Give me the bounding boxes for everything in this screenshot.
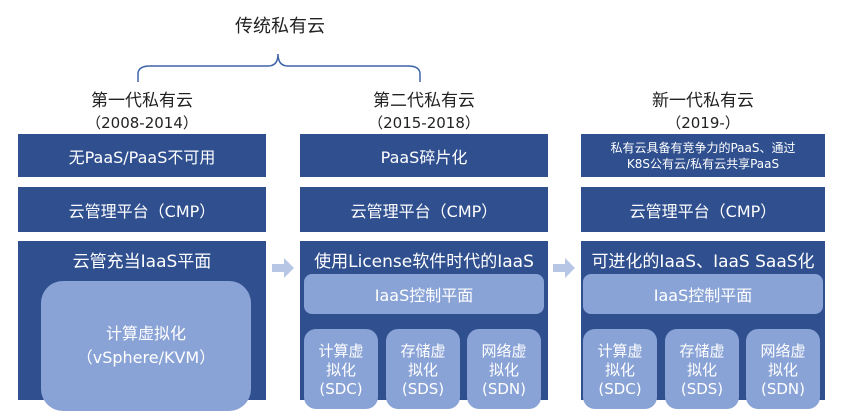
sdc-line-3: (SDC) [598,379,642,398]
group-brace [137,53,421,82]
column-2-panel-title: 使用License软件时代的IaaS [314,252,534,272]
column-3-sdn-box: 网络虚 拟化 (SDN) [746,329,820,409]
column-3-title: 新一代私有云 [652,91,754,111]
column-1-panel-title: 云管充当IaaS平面 [72,252,212,272]
column-1-title: 第一代私有云 [91,91,193,111]
sds-line-2: 拟化 [407,360,438,379]
sds-line-1: 存储虚 [679,341,725,360]
sdc-line-2: 拟化 [325,360,356,379]
compute-virtualization-box: 计算虚拟化 （vSphere/KVM） [41,281,251,411]
column-3-paas-line-2: K8S公有云/私有云共享PaaS [626,156,780,171]
sdn-line-3: (SDN) [761,379,805,398]
column-3-paas-bar: 私有云具备有竞争力的PaaS、通过 K8S公有云/私有云共享PaaS [581,134,825,177]
column-2-years: （2015-2018） [368,114,480,132]
column-1-years: （2008-2014） [86,114,198,132]
column-3-years: （2019-） [666,114,740,132]
sdc-line-1: 计算虚 [318,341,364,360]
sdn-line-2: 拟化 [488,360,519,379]
column-3-panel-title: 可进化的IaaS、IaaS SaaS化 [591,252,815,272]
compute-virtualization-label: 计算虚拟化 [105,324,186,343]
sdn-line-1: 网络虚 [760,341,806,360]
column-2-title: 第二代私有云 [373,91,475,111]
column-3-cmp-bar: 云管理平台（CMP） [581,187,825,232]
column-2-cmp-bar: 云管理平台（CMP） [300,187,548,232]
sds-line-3: (SDS) [680,379,724,398]
column-2-sds-box: 存储虚 拟化 (SDS) [386,329,460,409]
group-label: 传统私有云 [235,16,325,37]
arrow-right-icon [553,258,575,278]
sdc-line-2: 拟化 [604,360,635,379]
sdn-line-3: (SDN) [482,379,526,398]
sdn-line-2: 拟化 [767,360,798,379]
arrow-right-icon [272,258,294,278]
column-3-iaas-control-plane: IaaS控制平面 [583,274,823,314]
column-2-sdc-box: 计算虚 拟化 (SDC) [304,329,378,409]
column-2-iaas-control-plane: IaaS控制平面 [304,274,544,314]
column-3-sds-box: 存储虚 拟化 (SDS) [665,329,739,409]
column-2-paas-bar: PaaS碎片化 [300,134,548,177]
column-3-sdc-box: 计算虚 拟化 (SDC) [583,329,657,409]
sdc-line-3: (SDC) [319,379,363,398]
column-1-cmp-bar: 云管理平台（CMP） [18,187,266,232]
sds-line-2: 拟化 [686,360,717,379]
compute-virtualization-detail: （vSphere/KVM） [76,348,216,367]
column-2-sdn-box: 网络虚 拟化 (SDN) [467,329,541,409]
sdn-line-1: 网络虚 [481,341,527,360]
column-1-iaas-panel: 云管充当IaaS平面 计算虚拟化 （vSphere/KVM） [18,241,266,411]
column-3-paas-line-1: 私有云具备有竞争力的PaaS、通过 [610,140,796,155]
column-3-iaas-panel: 可进化的IaaS、IaaS SaaS化 IaaS控制平面 计算虚 拟化 (SDC… [581,241,825,409]
column-1-paas-bar: 无PaaS/PaaS不可用 [18,134,266,177]
column-2-iaas-panel: 使用License软件时代的IaaS IaaS控制平面 计算虚 拟化 (SDC)… [300,241,548,409]
sds-line-3: (SDS) [401,379,445,398]
sds-line-1: 存储虚 [400,341,446,360]
sdc-line-1: 计算虚 [597,341,643,360]
